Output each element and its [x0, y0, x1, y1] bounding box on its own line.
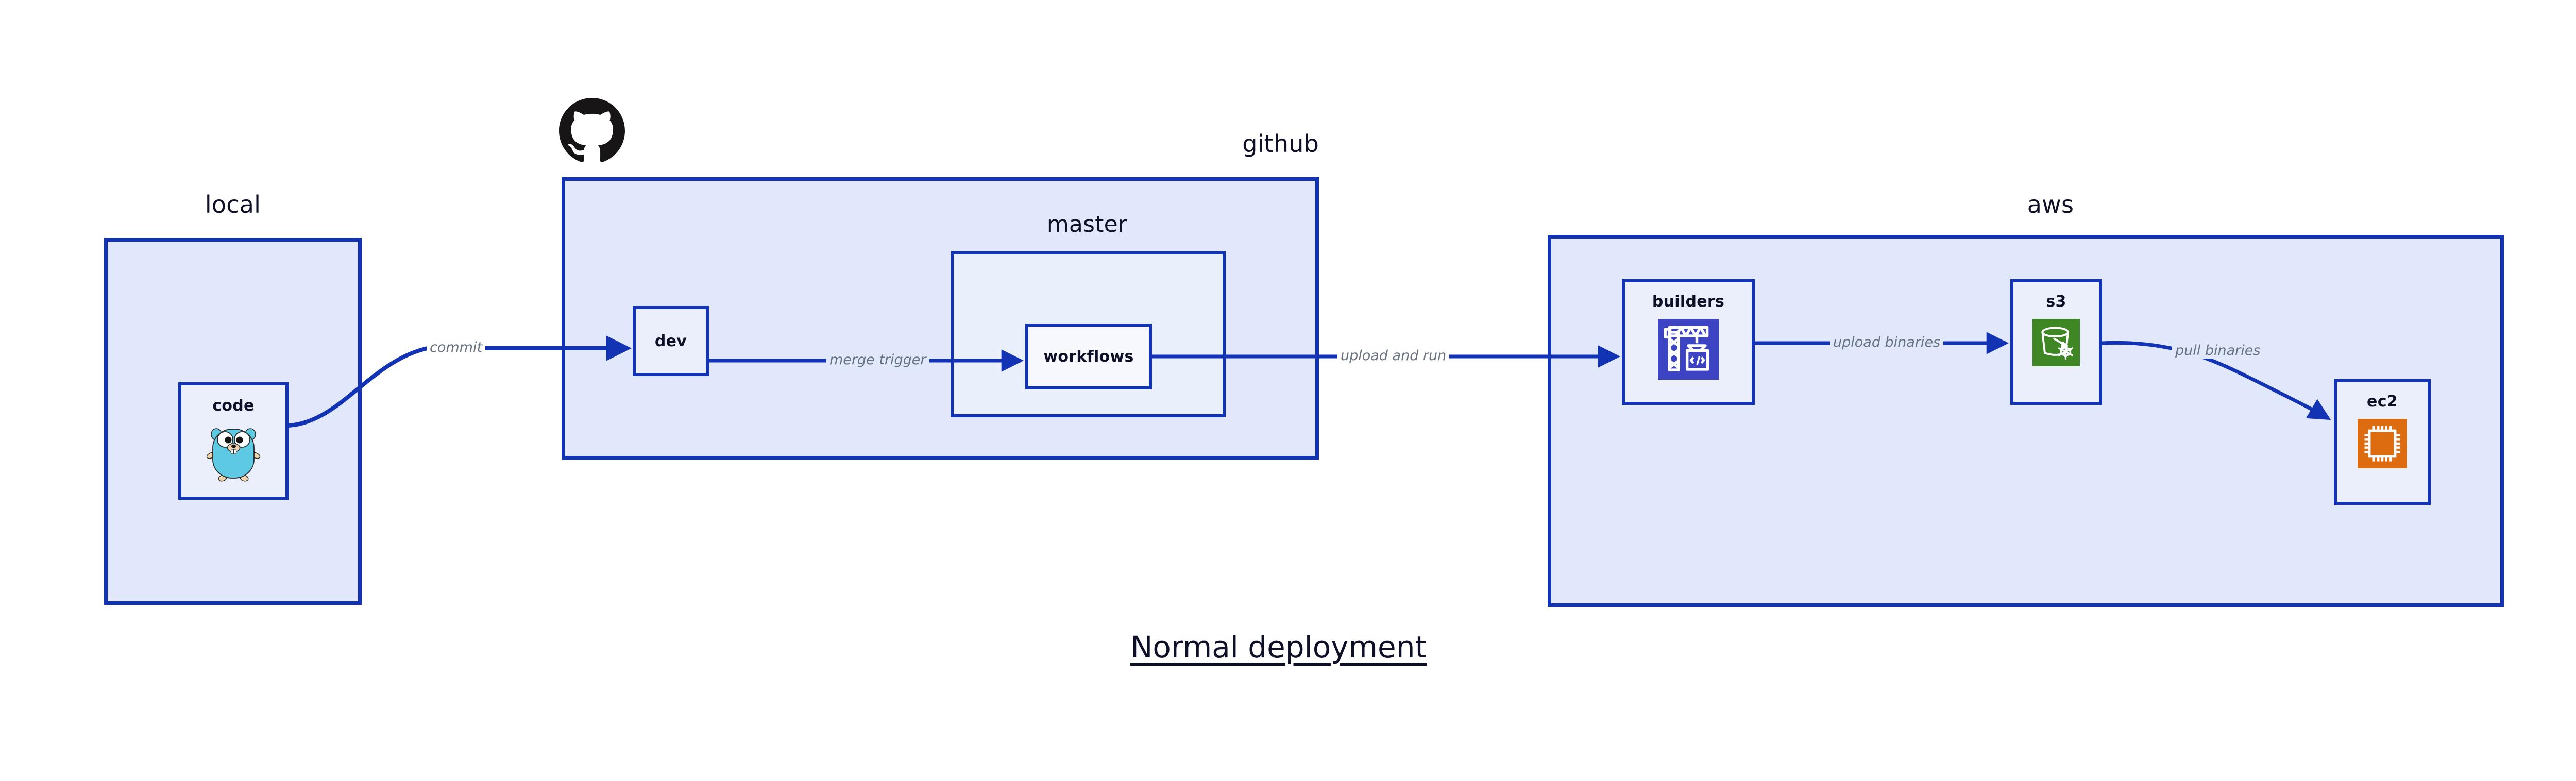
node-label-workflows: workflows: [1043, 347, 1134, 366]
aws-codebuild-icon: [1658, 319, 1719, 382]
group-label-github: github: [1242, 130, 1319, 158]
node-label-builders: builders: [1652, 293, 1725, 311]
edge-label-pull-binaries: pull binaries: [2172, 343, 2264, 359]
node-workflows[interactable]: workflows: [1025, 324, 1152, 389]
node-label-dev: dev: [654, 332, 687, 350]
node-ec2[interactable]: ec2: [2334, 379, 2431, 505]
aws-s3-glacier-icon: [2032, 319, 2080, 368]
aws-ec2-icon: [2358, 419, 2407, 470]
edge-label-upload-and-run: upload and run: [1337, 348, 1450, 364]
node-code[interactable]: code: [178, 382, 289, 500]
node-label-ec2: ec2: [2367, 393, 2398, 411]
edge-label-commit: commit: [427, 339, 486, 355]
node-builders[interactable]: builders: [1622, 279, 1755, 405]
diagram-title: Normal deployment: [1130, 630, 1427, 665]
node-dev[interactable]: dev: [633, 306, 709, 376]
group-label-master: master: [1046, 211, 1128, 237]
github-octocat-logo: [559, 98, 625, 166]
go-gopher-icon: [206, 423, 261, 484]
edge-label-upload-binaries: upload binaries: [1830, 334, 1944, 350]
node-label-s3: s3: [2046, 293, 2066, 311]
node-label-code: code: [212, 397, 255, 415]
group-label-local: local: [205, 191, 261, 218]
group-label-aws: aws: [2027, 191, 2074, 218]
node-s3[interactable]: s3: [2010, 279, 2102, 405]
edge-label-merge-trigger: merge trigger: [826, 352, 929, 368]
